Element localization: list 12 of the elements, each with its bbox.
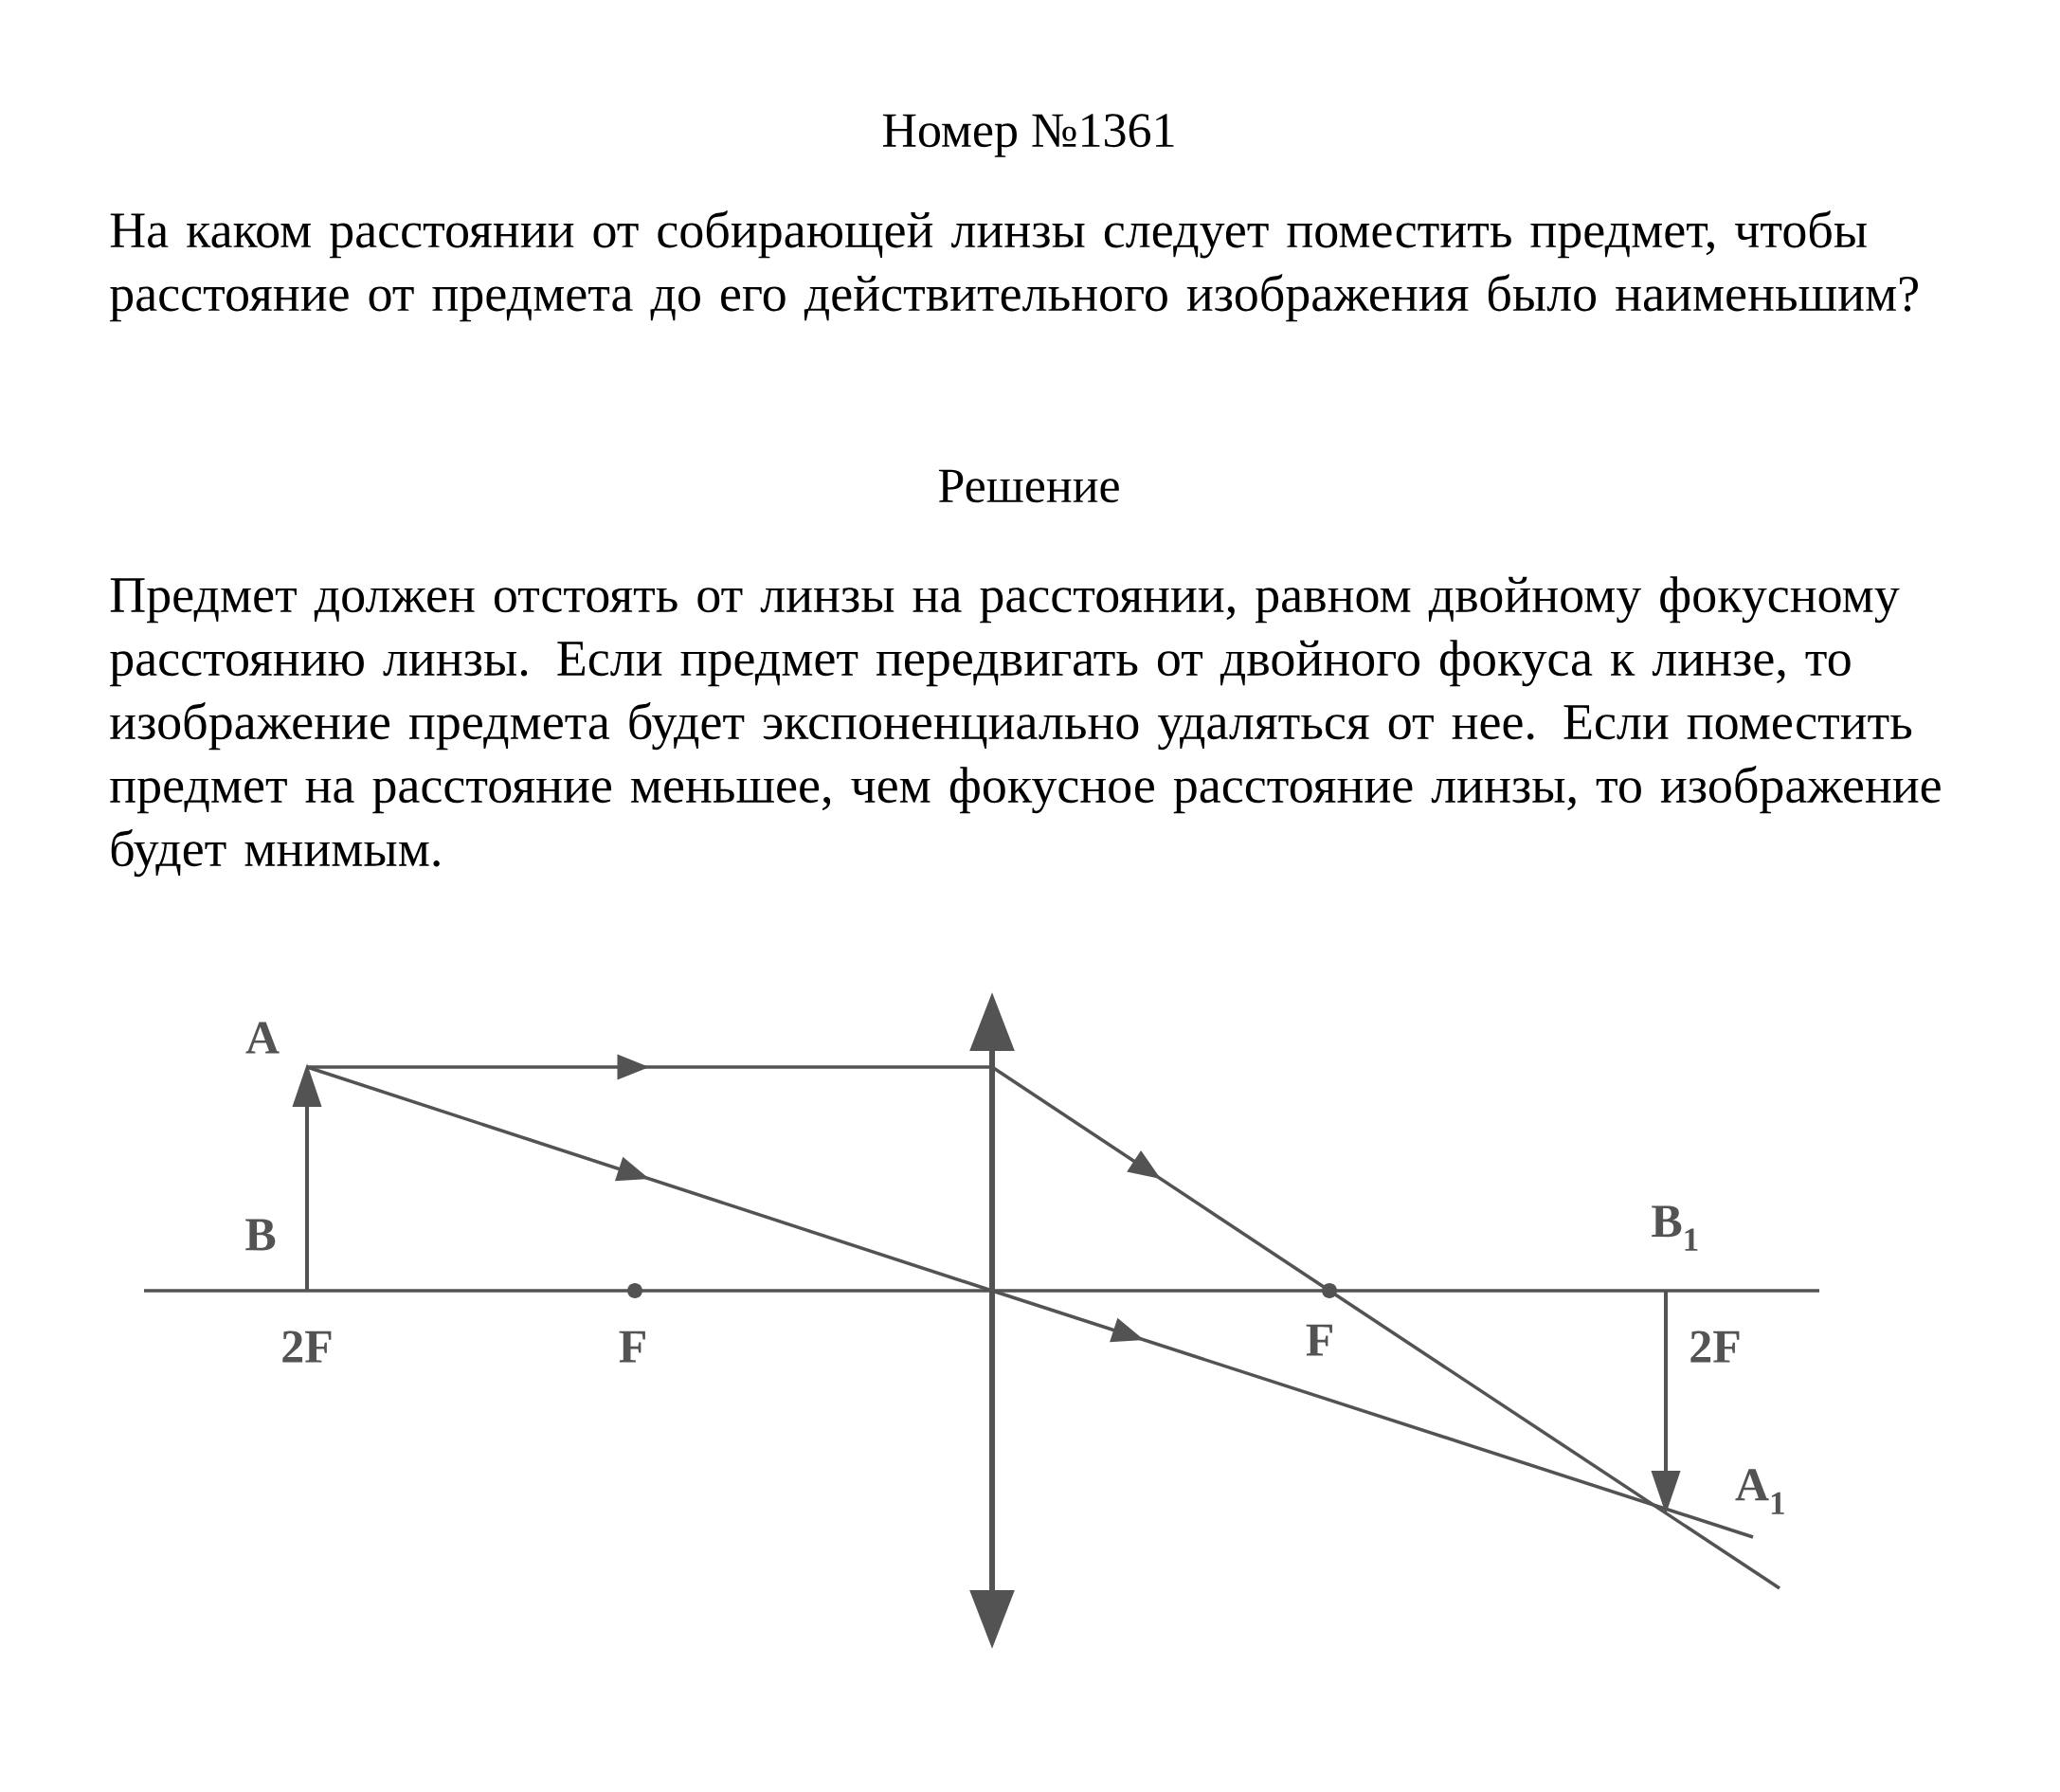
point-label: F (619, 1330, 645, 1363)
solution-text: Предмет должен отстоять от линзы на расстоянии, равном двойному фокусному расстоянию линзы. Если предмет передвигать от двойного фокуса к линзе, то изображение предмета будет экспоненциально удаляться от нее. Если поместить предмет на расстояние меньшее, чем фокусное расстояние линзы, то изображение будет мнимым. (110, 576, 1941, 878)
point-label: 2F (282, 1330, 332, 1363)
question-text: На каком расстоянии от собирающей линзы следует поместить предмет, чтобы расстояние от предмета до его действительного изображения было наименьшим? (110, 210, 1918, 322)
title: Номер №1361 (882, 114, 1174, 157)
point-label: F (1306, 1324, 1332, 1356)
point-label: 2F (1690, 1330, 1740, 1363)
point-label: A$_{1}$ (1735, 1469, 1784, 1514)
point-label: A (245, 1022, 280, 1054)
point-label: B (245, 1219, 276, 1251)
section-heading: Решение (938, 469, 1119, 503)
point-label: B$_{1}$ (1652, 1205, 1698, 1251)
